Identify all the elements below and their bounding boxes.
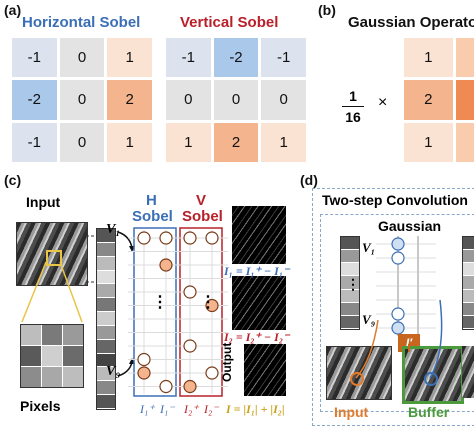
d-input-label: Input (334, 404, 368, 420)
input-to-crossbar-arrow (356, 320, 378, 378)
buffer-arrow (430, 300, 442, 378)
d-buffer-label: Buffer (408, 404, 449, 420)
